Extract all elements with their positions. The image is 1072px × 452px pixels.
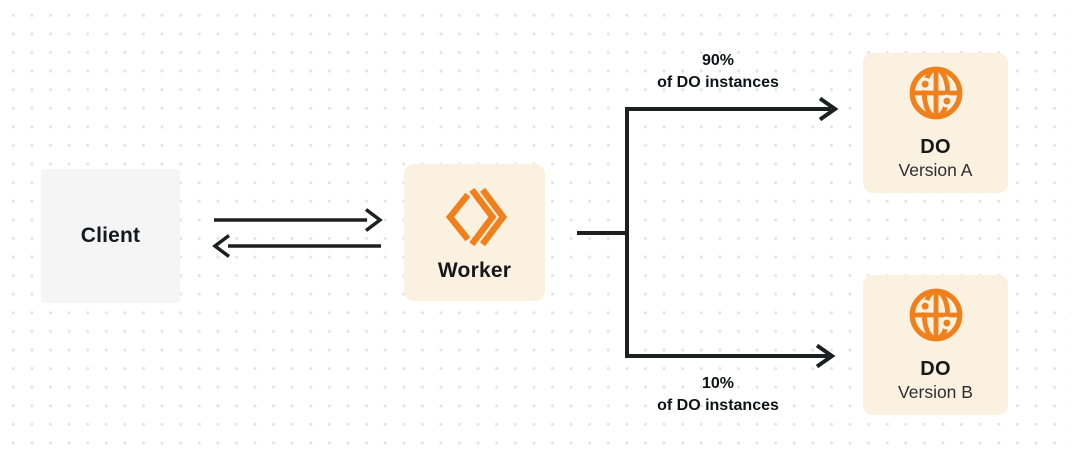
do-version-b-node: DO Version B (863, 275, 1008, 415)
client-node: Client (41, 169, 180, 303)
branch-bottom-percent: 10% (701, 375, 735, 392)
branch-label-10-percent: 10% of DO instances (617, 373, 819, 417)
branch-split-line (625, 107, 831, 358)
do-version-b-title: DO (920, 358, 951, 380)
arrowhead-right-icon (364, 208, 383, 232)
do-version-a-node: DO Version A (863, 53, 1008, 193)
branch-top-percent: 90% (701, 52, 735, 69)
workers-brackets-icon (445, 187, 507, 247)
branch-top-caption: of DO instances (657, 74, 779, 91)
arrowhead-left-icon (212, 234, 231, 258)
do-version-a-title: DO (920, 136, 951, 158)
branch-bottom-caption: of DO instances (657, 397, 779, 414)
worker-label: Worker (437, 259, 512, 282)
durable-object-globe-icon (909, 66, 962, 120)
client-label: Client (80, 224, 141, 247)
branch-label-90-percent: 90% of DO instances (617, 50, 819, 94)
arrowhead-to-do-b-icon (815, 343, 836, 369)
arrowhead-to-do-a-icon (818, 96, 839, 122)
worker-node: Worker (404, 164, 545, 301)
do-version-a-subtitle: Version A (898, 160, 973, 180)
durable-object-globe-icon (909, 288, 962, 342)
do-version-b-subtitle: Version B (898, 382, 973, 402)
